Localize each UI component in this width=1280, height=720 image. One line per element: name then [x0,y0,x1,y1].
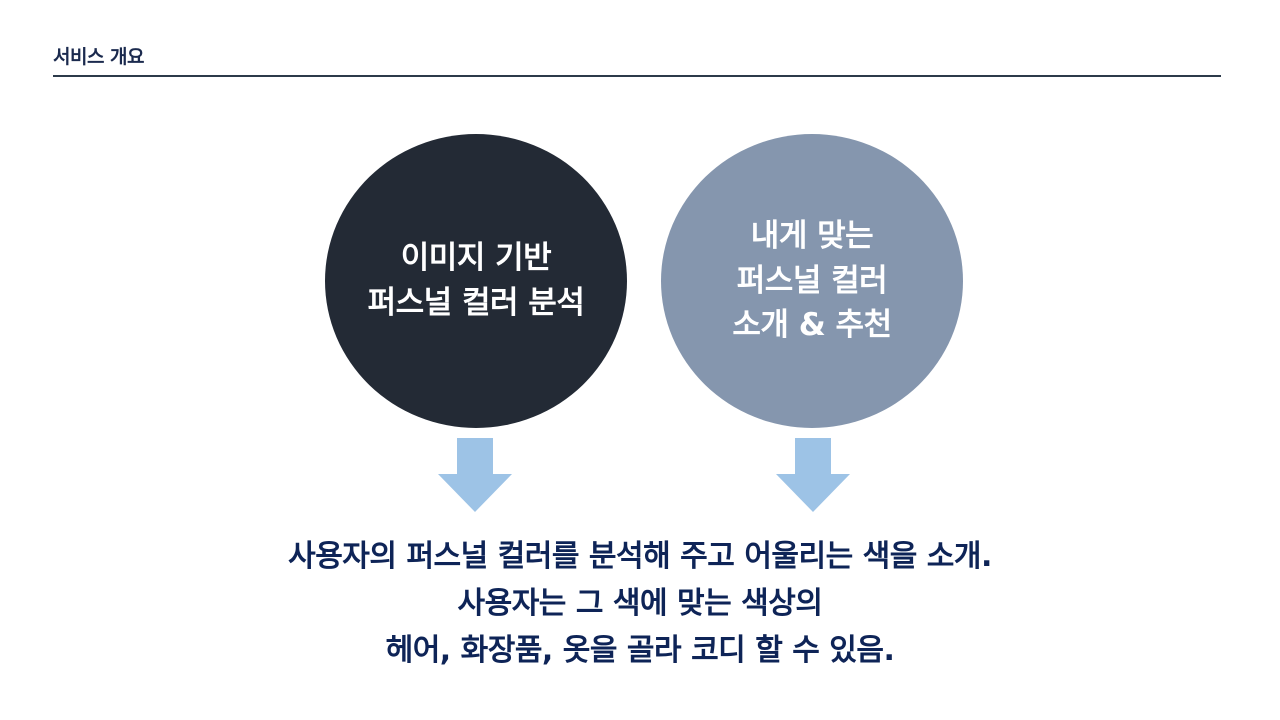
recommendation-circle-line-3: 소개 & 추천 [732,307,892,344]
summary-line-3: 헤어, 화장품, 옷을 골라 코디 할 수 있음. [385,633,895,668]
recommendation-circle-line-1: 내게 맞는 [750,217,874,254]
service-summary: 사용자의 퍼스널 컬러를 분석해 주고 어울리는 색을 소개. 사용자는 그 색… [140,533,1140,674]
summary-line-2: 사용자는 그 색에 맞는 색상의 [457,586,823,621]
analysis-circle: 이미지 기반 퍼스널 컬러 분석 [325,134,627,428]
analysis-circle-text: 이미지 기반 퍼스널 컬러 분석 [368,236,585,326]
title-divider [53,75,1221,77]
recommendation-circle-text: 내게 맞는 퍼스널 컬러 소개 & 추천 [732,214,892,349]
analysis-circle-line-1: 이미지 기반 [400,240,552,277]
summary-line-1: 사용자의 퍼스널 컬러를 분석해 주고 어울리는 색을 소개. [288,539,992,574]
recommendation-circle: 내게 맞는 퍼스널 컬러 소개 & 추천 [661,134,963,428]
recommendation-circle-line-2: 퍼스널 컬러 [736,262,888,299]
down-arrow-icon [438,438,512,512]
page-title: 서비스 개요 [53,46,145,68]
down-arrow-icon [776,438,850,512]
analysis-circle-line-2: 퍼스널 컬러 분석 [367,285,585,321]
